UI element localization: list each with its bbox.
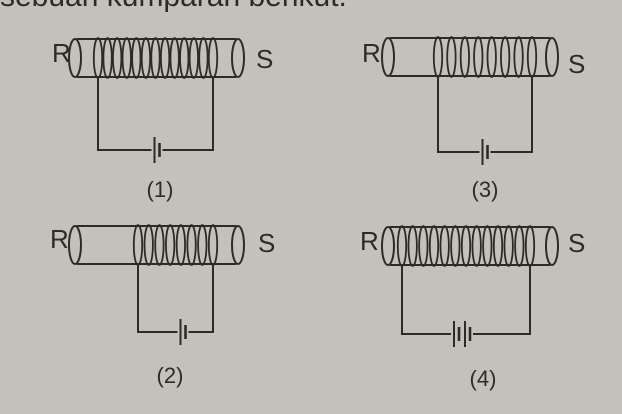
cylinder-left-end <box>381 226 395 266</box>
label-s: S <box>258 228 275 258</box>
cylinder-right-end <box>231 225 245 265</box>
coil-turn <box>188 37 199 79</box>
cylinder-right-end <box>231 38 245 78</box>
circuit-caption: (2) <box>157 363 184 388</box>
coil-turn <box>169 37 180 79</box>
coil-turn <box>459 36 470 78</box>
coil-turn <box>428 225 440 267</box>
battery-symbol <box>177 319 189 345</box>
coil-turn <box>131 37 142 79</box>
battery-gap <box>451 332 473 336</box>
coil-turn <box>418 225 429 267</box>
circuit-1: R S (1) <box>52 37 273 202</box>
coil-turn <box>473 36 484 78</box>
label-s: S <box>568 49 585 79</box>
coil-turn <box>439 225 450 267</box>
circuit-4: R S (4) <box>360 225 585 391</box>
battery-symbol <box>451 321 473 347</box>
label-r: R <box>50 224 69 254</box>
coil-turn <box>486 36 497 78</box>
coil-turn <box>471 225 482 267</box>
coil-turn <box>102 37 113 79</box>
coil-turn <box>121 37 132 79</box>
coil-windings <box>396 225 536 267</box>
coil-turn <box>175 224 186 266</box>
header-fragment-text: sebuah kumparan berikut. <box>0 0 347 13</box>
coil-turn <box>165 224 176 266</box>
coil-turn <box>159 37 171 79</box>
label-r: R <box>52 38 71 68</box>
coil-turn <box>197 224 208 266</box>
battery-gap <box>177 330 189 334</box>
circuit-caption: (1) <box>147 177 174 202</box>
circuit-3: R S (3) <box>362 36 585 202</box>
coil-turn <box>503 225 514 267</box>
label-s: S <box>256 44 273 74</box>
coil-turn <box>179 37 190 79</box>
cylinder-left-end <box>68 38 82 78</box>
label-s: S <box>568 228 585 258</box>
battery-gap <box>479 150 491 154</box>
coil-windings <box>92 37 219 79</box>
battery-gap <box>151 148 163 152</box>
circuit-wire <box>137 264 214 333</box>
coil-turn <box>446 36 457 78</box>
coil-turn <box>150 37 161 79</box>
coil-turn <box>514 225 525 267</box>
coil-turn <box>140 37 152 79</box>
coil-turn <box>154 224 165 266</box>
label-r: R <box>362 38 381 68</box>
coil-turn <box>143 224 154 266</box>
coil-turn <box>450 225 461 267</box>
cylinder-tube <box>74 38 239 78</box>
coil-turn <box>500 36 511 78</box>
battery-symbol <box>151 137 163 163</box>
cylinder-right-end <box>545 37 559 77</box>
coil-turn <box>460 225 472 267</box>
coil-turn <box>186 224 197 266</box>
cylinder-right-end <box>545 226 559 266</box>
cylinder-left-end <box>68 225 82 265</box>
label-r: R <box>360 226 379 256</box>
coil-turn <box>407 225 418 267</box>
coil-turn <box>112 37 123 79</box>
circuit-wire <box>437 76 533 153</box>
coil-turn <box>492 225 504 267</box>
battery-symbol <box>479 139 491 165</box>
circuit-2: R S (2) <box>50 224 275 388</box>
coil-turn <box>513 36 524 78</box>
circuit-caption: (3) <box>472 177 499 202</box>
cylinder-left-end <box>381 37 395 77</box>
coil-turn <box>198 37 209 79</box>
circuit-caption: (4) <box>470 366 497 391</box>
coil-turn <box>482 225 493 267</box>
